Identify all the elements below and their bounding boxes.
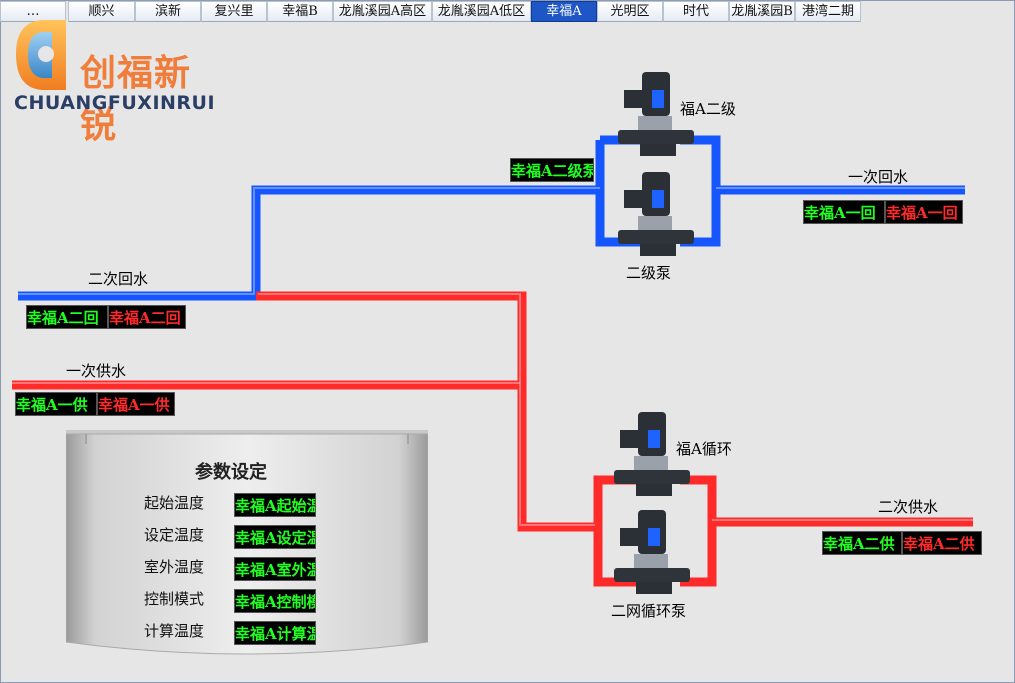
stage2-pump-upper-icon[interactable] [612,70,702,160]
settings-panel: 参数设定 起始温度 幸福A起始温度 设定温度 幸福A设定温度 室外温度 幸福A室… [66,430,428,660]
control-mode-label: 控制模式 [144,590,205,608]
calc-temp-value[interactable]: 幸福A计算温度 [234,621,316,645]
secondary-supply-branch [256,291,595,532]
stage2-pump-lower-icon[interactable] [612,170,702,260]
primary-return-tag-red[interactable]: 幸福A一回 [885,200,963,224]
tab-longyin-b[interactable]: 龙胤溪园B [729,1,795,22]
tab-gangwan-2[interactable]: 港湾二期 [795,1,861,22]
secondary-supply-label: 二次供水 [878,498,939,516]
secondary-return-tag-green[interactable]: 幸福A二回 [26,305,108,329]
secondary-return-pipe [18,185,600,301]
tab-shidai[interactable]: 时代 [663,1,729,22]
stage2-pump-tag[interactable]: 幸福A二级泵 [510,158,594,182]
circ-pump-lower-icon[interactable] [608,508,698,598]
station-tab-bar: … 顺兴 滨新 复兴里 幸福B 龙胤溪园A高区 龙胤溪园A低区 幸福A 光明区 … [0,0,1015,23]
tab-xingfu-b[interactable]: 幸福B [267,1,333,22]
secondary-supply-tag-green[interactable]: 幸福A二供 [822,531,902,555]
primary-return-label: 一次回水 [848,168,909,186]
tab-binxin[interactable]: 滨新 [135,1,201,22]
calc-temp-label: 计算温度 [144,622,205,640]
primary-return-tag-green[interactable]: 幸福A一回 [803,200,885,224]
start-temp-label: 起始温度 [144,494,205,512]
logo-mark-icon [16,20,66,90]
logo-name-cn: 创福新锐 [80,53,192,146]
logo-name-en: CHUANGFUXINRUI [14,92,216,114]
outdoor-temp-label: 室外温度 [144,558,205,576]
tab-0[interactable]: … [0,1,66,22]
tab-xingfu-a[interactable]: 幸福A [531,1,597,22]
circ-right-loop [680,475,717,587]
tab-longyin-a-low[interactable]: 龙胤溪园A低区 [432,1,531,22]
set-temp-label: 设定温度 [144,526,205,544]
set-temp-value[interactable]: 幸福A设定温度 [234,525,316,549]
circ-pump-label: 二网循环泵 [611,602,687,620]
start-temp-value[interactable]: 幸福A起始温度 [234,493,316,517]
secondary-supply-tag-red[interactable]: 幸福A二供 [902,531,982,555]
circ-pump-upper-icon[interactable] [608,410,698,500]
secondary-return-label: 二次回水 [88,270,149,288]
stage2-pump-label: 二级泵 [626,264,672,282]
tab-longyin-a-high[interactable]: 龙胤溪园A高区 [333,1,432,22]
stage2-pump-title: 福A二级 [680,100,736,118]
primary-supply-label: 一次供水 [66,362,127,380]
control-mode-value[interactable]: 幸福A控制模式 [234,589,316,613]
primary-supply-tag-red[interactable]: 幸福A一供 [97,392,175,416]
tab-fuxingli[interactable]: 复兴里 [201,1,267,22]
settings-title: 参数设定 [195,462,267,483]
company-logo: 创福新锐 CHUANGFUXINRUI [6,14,226,146]
primary-supply-tag-green[interactable]: 幸福A一供 [15,392,97,416]
circ-pump-title: 福A循环 [676,440,732,458]
outdoor-temp-value[interactable]: 幸福A室外温度 [234,557,316,581]
tab-shunxing[interactable]: 顺兴 [68,1,135,22]
tab-guangming[interactable]: 光明区 [597,1,663,22]
secondary-return-tag-red[interactable]: 幸福A二回 [108,305,186,329]
